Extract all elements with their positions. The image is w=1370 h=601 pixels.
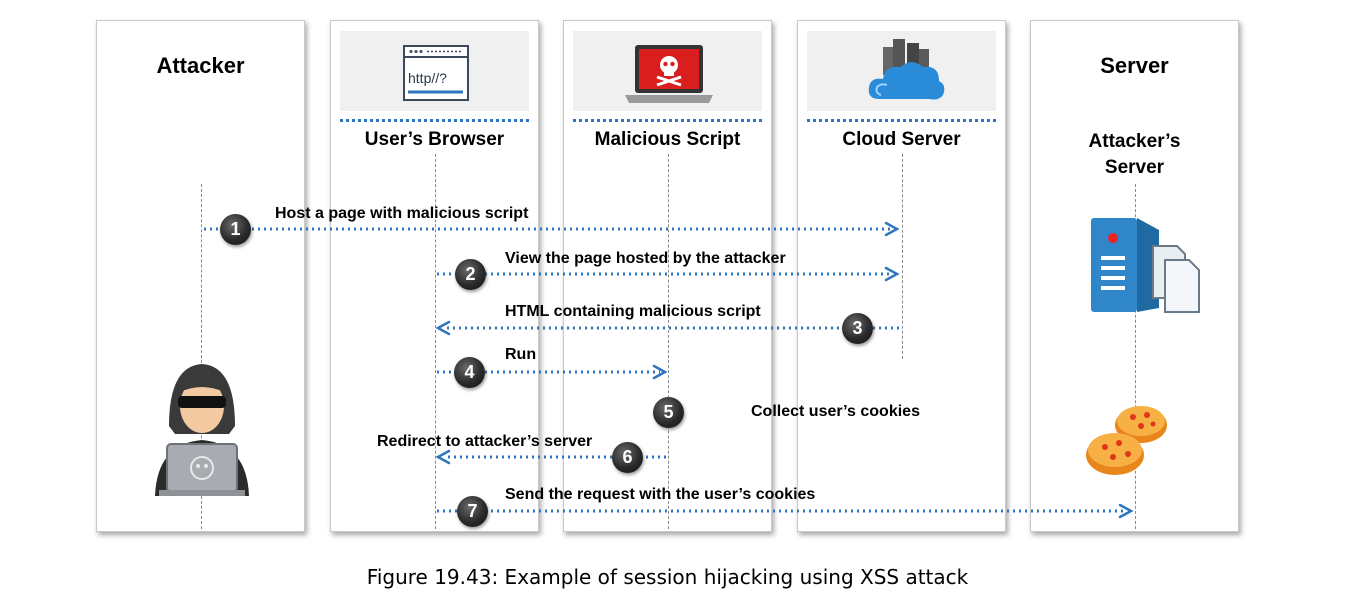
step-5-badge: 5 <box>653 397 684 428</box>
browser-window-icon: http//? <box>403 45 469 101</box>
script-lifeline <box>668 154 669 529</box>
step-6-badge: 6 <box>612 442 643 473</box>
step-3-badge: 3 <box>842 313 873 344</box>
step-4-label: Run <box>505 346 537 363</box>
step-2-label: View the page hosted by the attacker <box>505 250 786 267</box>
cookies-icon <box>1086 406 1167 475</box>
browser-divider <box>340 119 529 122</box>
browser-icon-box: http//? <box>340 31 529 111</box>
figure-caption: Figure 19.43: Example of session hijacki… <box>366 565 969 589</box>
arrowhead-3 <box>435 320 451 336</box>
arrowhead-2 <box>884 266 900 282</box>
step-7-label: Send the request with the user’s cookies <box>505 486 816 503</box>
script-column: Malicious Script <box>563 20 772 532</box>
server-lifeline <box>1135 184 1136 529</box>
script-divider <box>573 119 762 122</box>
server-documents-icon <box>1091 218 1200 313</box>
browser-column: http//? User’s Browser <box>330 20 539 532</box>
attacker-title: Attacker <box>156 53 245 78</box>
browser-lifeline <box>435 154 436 529</box>
step-4-badge: 4 <box>454 357 485 388</box>
step-7-badge: 7 <box>457 496 488 527</box>
laptop-skull-icon <box>625 45 713 103</box>
browser-label: User’s Browser <box>364 129 505 150</box>
svg-text:http//?: http//? <box>408 70 447 86</box>
script-icon-box <box>573 31 762 111</box>
arrowhead-1 <box>884 221 900 237</box>
hacker-icon <box>155 364 249 496</box>
server-title: Server <box>1100 53 1169 78</box>
cloud-column: Cloud Server <box>797 20 1006 532</box>
script-label: Malicious Script <box>594 129 741 150</box>
attacker-server-label-line1: Attacker’s <box>1088 131 1181 152</box>
attacker-server-label: Attacker’s Server <box>1031 129 1238 181</box>
arrowhead-7 <box>1118 503 1134 519</box>
cloud-servers-icon <box>868 39 945 100</box>
arrowhead-6 <box>435 449 451 465</box>
attacker-column: Attacker <box>96 20 305 532</box>
attacker-server-label-line2: Server <box>1104 157 1165 178</box>
cloud-divider <box>807 119 996 122</box>
cloud-icon-box <box>807 31 996 111</box>
arrowhead-4 <box>652 364 668 380</box>
step-3-label: HTML containing malicious script <box>505 303 761 320</box>
server-column: Server Attacker’s Server <box>1030 20 1239 532</box>
step-1-badge: 1 <box>220 214 251 245</box>
step-5-label: Collect user’s cookies <box>751 403 920 420</box>
cloud-label: Cloud Server <box>842 129 961 150</box>
attacker-lifeline <box>201 184 202 529</box>
step-1-label: Host a page with malicious script <box>275 205 529 222</box>
cloud-lifeline <box>902 154 903 359</box>
step-6-label: Redirect to attacker’s server <box>377 433 593 450</box>
step-2-badge: 2 <box>455 259 486 290</box>
